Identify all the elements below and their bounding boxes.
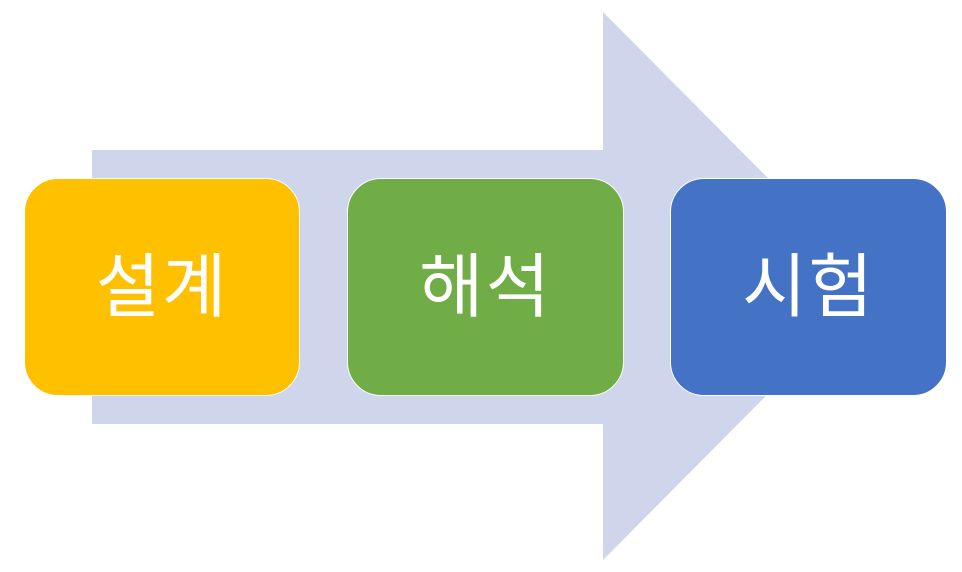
step-label-analysis: 해석	[419, 246, 552, 328]
step-box-test: 시험	[670, 178, 947, 396]
step-label-design: 설계	[95, 246, 229, 328]
step-box-design: 설계	[24, 178, 300, 396]
step-box-analysis: 해석	[347, 178, 624, 396]
step-label-test: 시험	[742, 246, 875, 328]
